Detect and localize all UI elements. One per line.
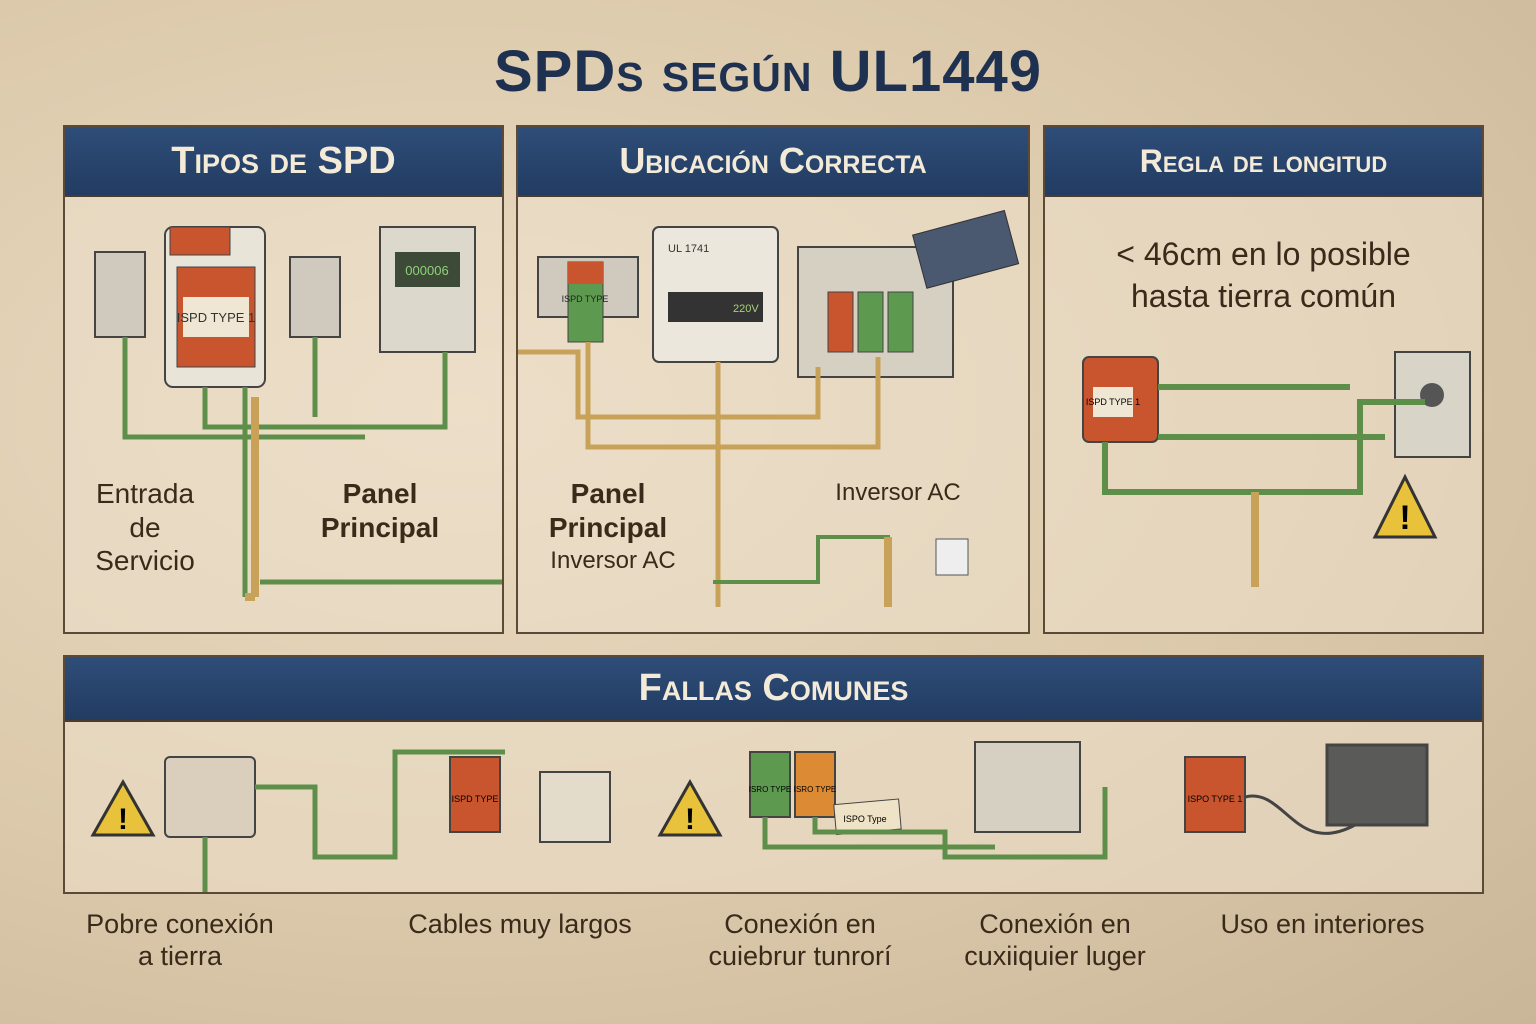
failures-illustration: ! ISPD TYPE ! ISRO TYPE ISRO TYPE ISPO T… bbox=[90, 741, 1429, 892]
svg-text:!: ! bbox=[685, 803, 695, 836]
panel-header: Tipos de SPD bbox=[65, 127, 502, 197]
svg-text:ISPD TYPE: ISPD TYPE bbox=[452, 794, 499, 804]
rule-line-1: < 46cm en lo posible bbox=[1116, 236, 1411, 272]
panel-header: Regla de longitud bbox=[1045, 127, 1482, 197]
panel-header: Ubicación Correcta bbox=[518, 127, 1028, 197]
rule-line-2: hasta tierra común bbox=[1130, 278, 1396, 314]
failure-label-2: Cables muy largos bbox=[408, 909, 632, 939]
panel-length-rule: Regla de longitud < 46cm en lo posible h… bbox=[1043, 125, 1484, 634]
monitor bbox=[1325, 743, 1429, 827]
warning-icon bbox=[90, 778, 156, 837]
failure-label-4: Conexión en cuxiiquier luger bbox=[964, 909, 1146, 972]
page-title: SPDs según UL1449 bbox=[494, 39, 1042, 104]
solar-panel bbox=[912, 209, 1020, 289]
warning-icon bbox=[657, 778, 723, 837]
label-inverter: Inversor AC bbox=[550, 547, 676, 574]
svg-text:!: ! bbox=[1399, 499, 1410, 537]
panel-common-failures: Fallas Comunes ! ISPD TYPE ! ISRO TYPE I… bbox=[63, 655, 1484, 894]
length-illustration: ISPD TYPE 1 ! bbox=[1082, 351, 1471, 587]
label-main-panel: Panel Principal bbox=[548, 478, 668, 543]
panel-correct-location: Ubicación Correcta ISPD TYPE UL 1741 220… bbox=[516, 125, 1030, 634]
label-service-entrance: Entrada de Servicio bbox=[95, 478, 195, 577]
meter bbox=[379, 226, 476, 353]
service-panel-illustration: ISPD TYPE 1 000006 bbox=[94, 226, 502, 601]
failure-label-3: Conexión en cuiebrur tunrorí bbox=[708, 909, 892, 972]
label-main-panel: Panel Principal bbox=[320, 478, 440, 543]
svg-text:220V: 220V bbox=[733, 303, 759, 315]
svg-text:ISRO TYPE: ISRO TYPE bbox=[749, 785, 792, 794]
svg-text:ISPO Type: ISPO Type bbox=[843, 814, 886, 824]
svg-text:000006: 000006 bbox=[405, 263, 448, 278]
svg-text:UL 1741: UL 1741 bbox=[668, 243, 709, 255]
location-illustration: ISPD TYPE UL 1741 220V bbox=[518, 209, 1020, 607]
label-inverter-right: Inversor AC bbox=[835, 479, 961, 506]
failure-label-1: Pobre conexión a tierra bbox=[86, 909, 274, 972]
failure-label-5: Uso en interiores bbox=[1220, 909, 1425, 939]
warning-icon bbox=[1372, 473, 1438, 539]
svg-text:ISPD TYPE 1: ISPD TYPE 1 bbox=[1086, 397, 1140, 407]
panel-header: Fallas Comunes bbox=[65, 657, 1482, 722]
spd-label: ISPD TYPE 1 bbox=[177, 310, 256, 325]
panel-spd-types: Tipos de SPD ISPD TYPE 1 000006 Entrada … bbox=[63, 125, 504, 634]
svg-text:!: ! bbox=[118, 803, 128, 836]
svg-text:ISRO TYPE: ISRO TYPE bbox=[794, 785, 837, 794]
svg-text:ISPD TYPE: ISPD TYPE bbox=[562, 294, 609, 304]
svg-text:ISPO TYPE 1: ISPO TYPE 1 bbox=[1188, 794, 1243, 804]
